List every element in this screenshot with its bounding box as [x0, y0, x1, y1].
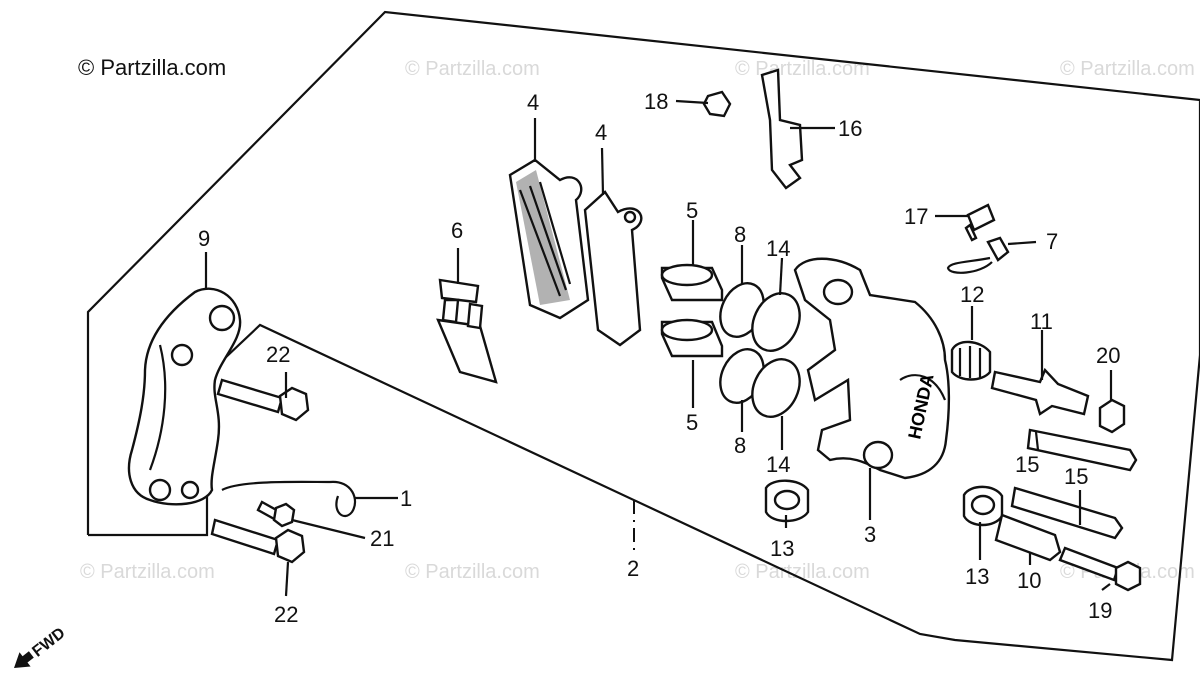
sleeve-10	[994, 513, 1062, 562]
pad-plate-16	[760, 68, 804, 190]
leader-lines	[204, 99, 1113, 597]
callout-17: 17	[904, 204, 928, 229]
callout-13: 13	[770, 536, 794, 561]
bleeder-cap-7	[946, 236, 1010, 274]
callout-18: 18	[644, 89, 668, 114]
callout-12: 12	[960, 282, 984, 307]
caliper-bracket	[127, 287, 242, 506]
pin-clip	[221, 480, 357, 518]
callout-5: 5	[686, 198, 698, 223]
callout-19: 19	[1088, 598, 1112, 623]
callout-4: 4	[527, 90, 539, 115]
copyright-text: © Partzilla.com	[78, 55, 226, 80]
brake-pad-right	[583, 190, 643, 347]
slide-pin-lower	[1010, 486, 1124, 540]
callout-3: 3	[864, 522, 876, 547]
fwd-arrow-icon	[14, 651, 34, 668]
nut-20	[1098, 398, 1126, 434]
brake-pad-left	[508, 158, 590, 320]
boot-13-center	[764, 479, 810, 523]
dust-seals	[751, 292, 801, 418]
caliper-body: HONDA	[793, 257, 951, 480]
callout-8: 8	[734, 222, 746, 247]
fwd-indicator: FWD	[14, 625, 69, 668]
bleeder-cap-18	[702, 90, 732, 118]
callout-numbers: 1 2 3 4 4 5 5 6 7 8 8 9 10 11 12 13 13 1…	[198, 89, 1120, 627]
callout-6: 6	[451, 218, 463, 243]
piston-upper	[660, 263, 724, 302]
callout-13: 13	[965, 564, 989, 589]
bolt-small-21	[256, 500, 296, 528]
bolt-19	[1058, 546, 1142, 592]
callout-1: 1	[400, 486, 412, 511]
pin-bolt-11	[990, 367, 1090, 416]
callout-22: 22	[274, 602, 298, 627]
callout-21: 21	[370, 526, 394, 551]
watermark: © Partzilla.com	[735, 561, 870, 583]
bleeder-valve-17	[964, 203, 996, 242]
fwd-label: FWD	[29, 625, 68, 661]
callout-7: 7	[1046, 229, 1058, 254]
callout-20: 20	[1096, 343, 1120, 368]
callout-5: 5	[686, 410, 698, 435]
boot-12	[950, 340, 992, 381]
callout-22: 22	[266, 342, 290, 367]
piston-lower	[660, 318, 724, 358]
callout-10: 10	[1017, 568, 1041, 593]
watermark: © Partzilla.com	[405, 58, 540, 80]
watermark: © Partzilla.com	[405, 561, 540, 583]
callout-14: 14	[766, 452, 790, 477]
callout-15: 15	[1015, 452, 1039, 477]
callout-2: 2	[627, 556, 639, 581]
pad-spring	[436, 278, 498, 384]
boot-13-right	[962, 485, 1004, 527]
bolt-upper	[216, 378, 310, 422]
bolt-lower	[210, 518, 306, 564]
callout-15: 15	[1064, 464, 1088, 489]
watermark: © Partzilla.com	[80, 561, 215, 583]
callout-4: 4	[595, 120, 607, 145]
callout-9: 9	[198, 226, 210, 251]
callout-11: 11	[1030, 309, 1053, 334]
callout-16: 16	[838, 116, 862, 141]
watermark: © Partzilla.com	[1060, 58, 1195, 80]
callout-14: 14	[766, 236, 790, 261]
callout-8: 8	[734, 433, 746, 458]
slide-pin-upper	[1026, 428, 1138, 472]
